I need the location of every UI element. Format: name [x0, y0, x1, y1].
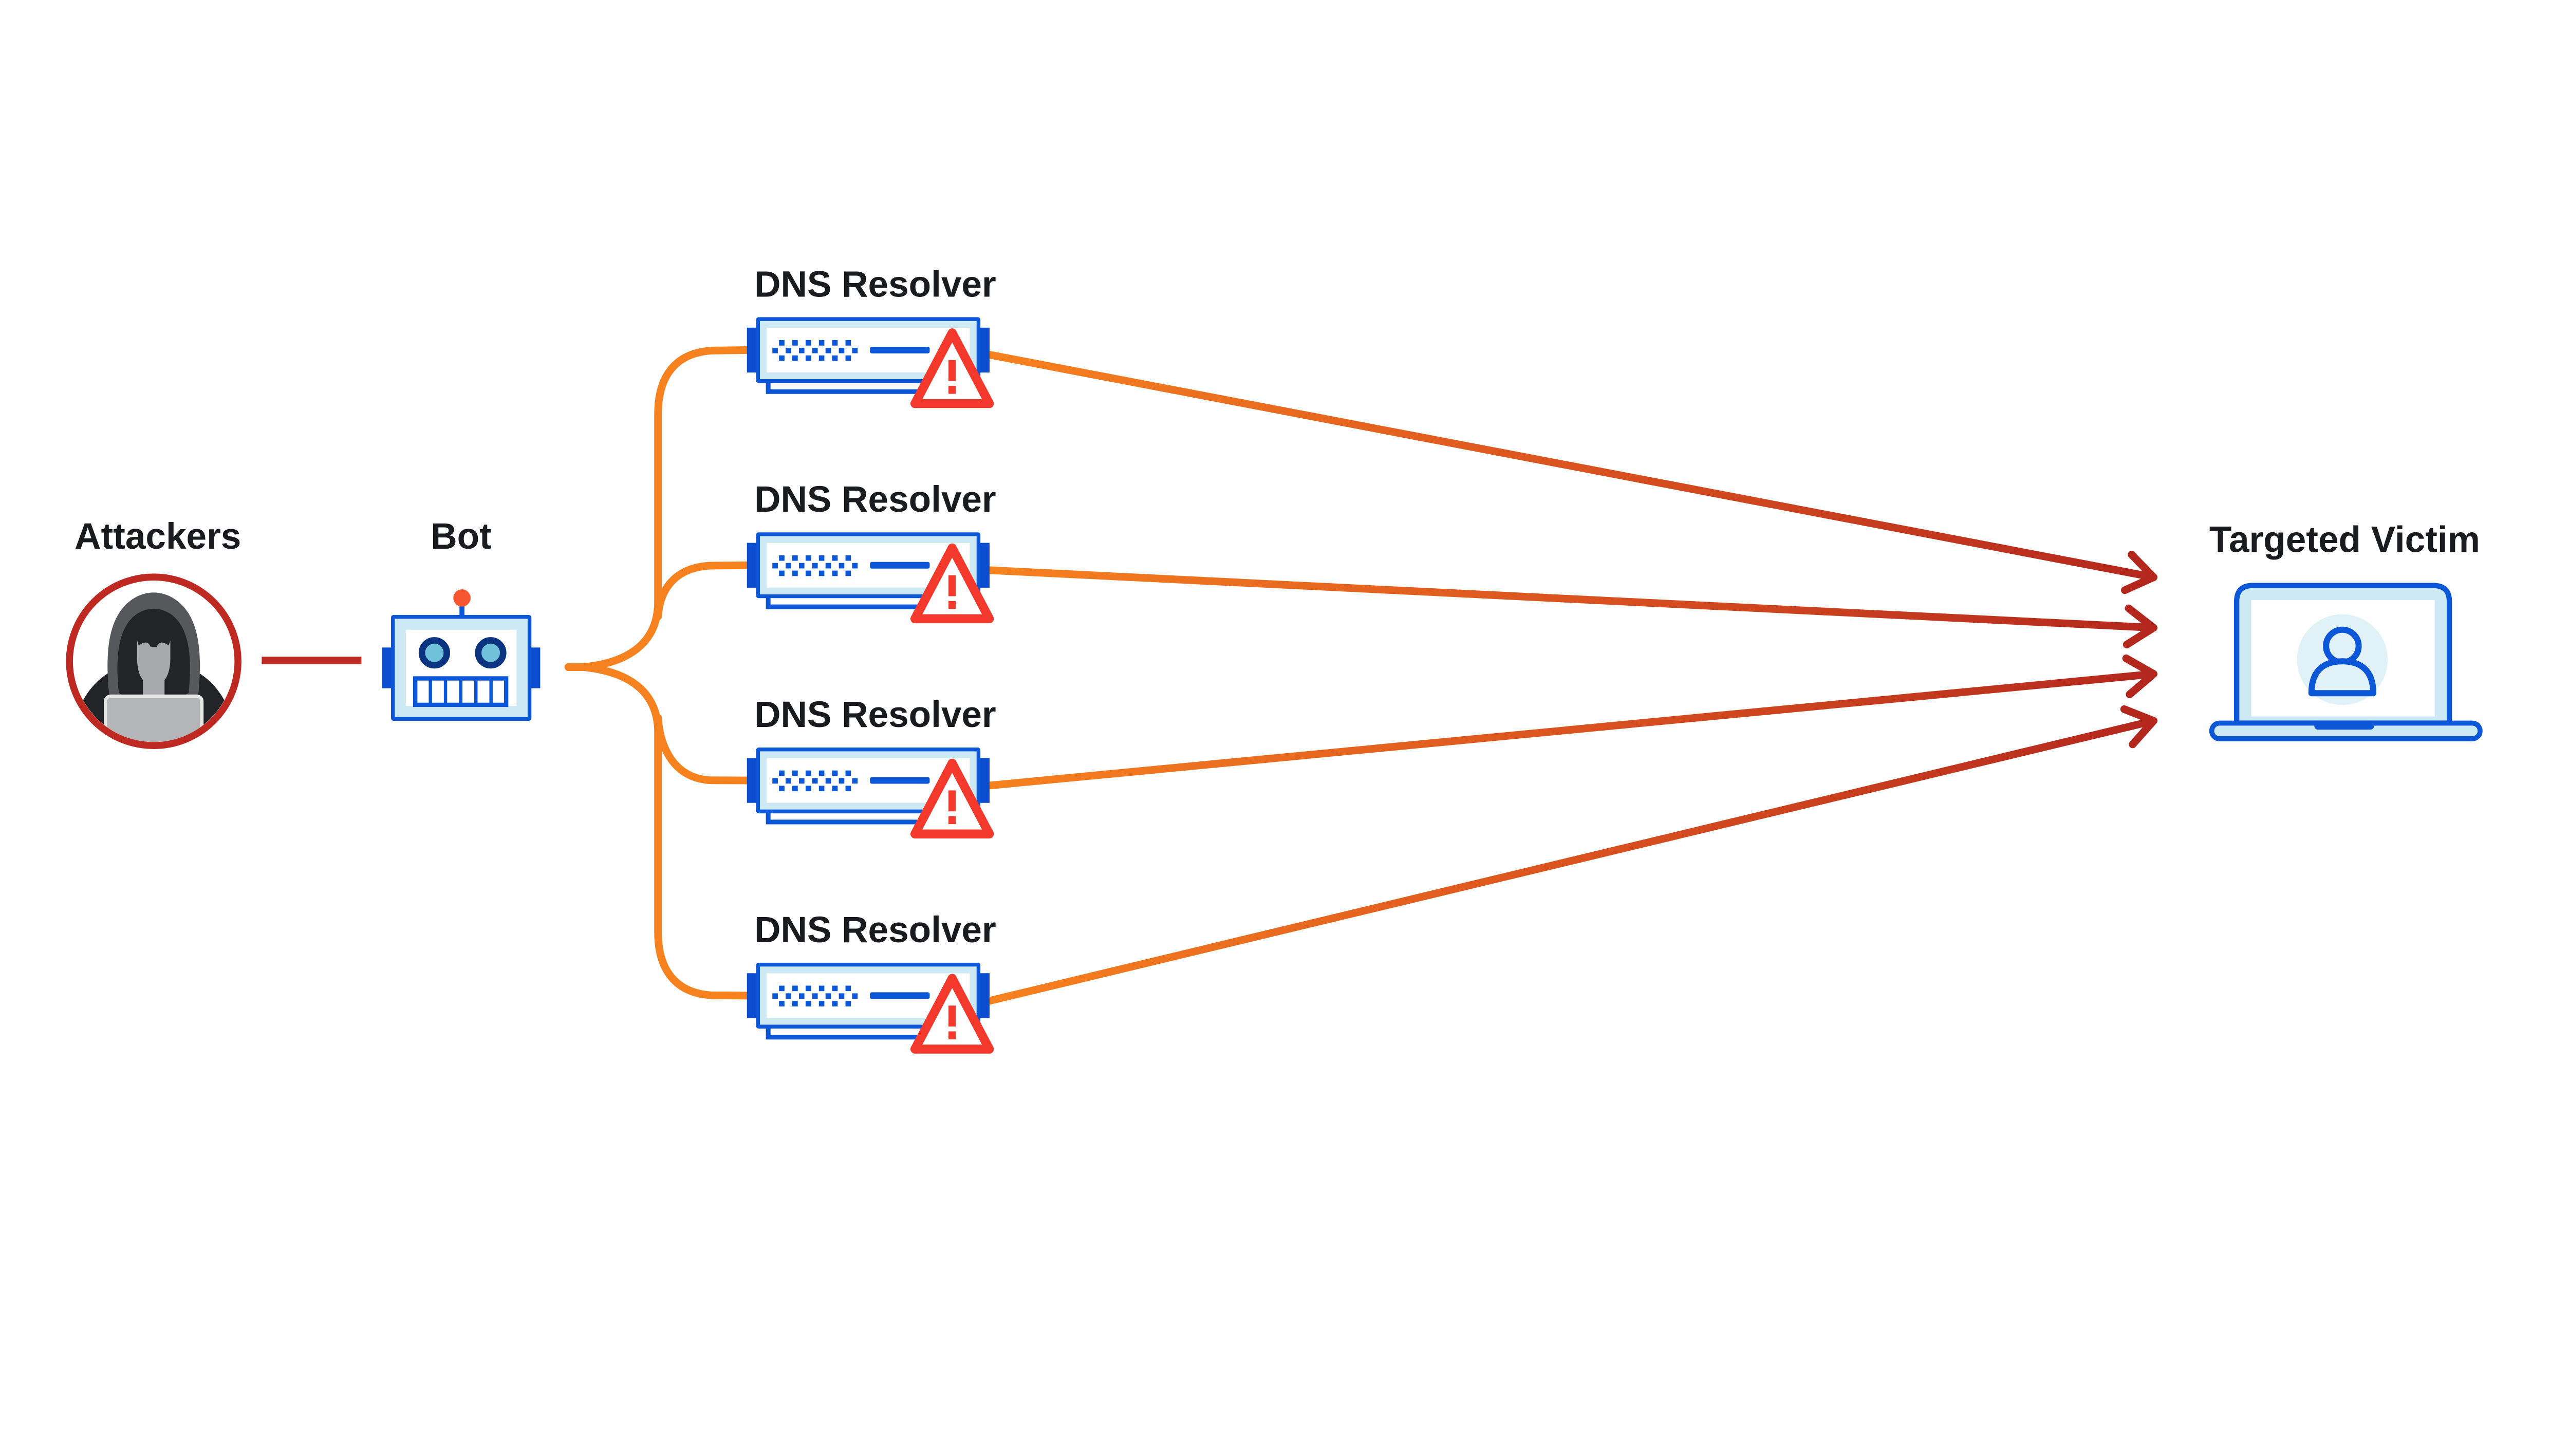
- laptop-hinge-notch: [2314, 721, 2374, 730]
- botnet-link-resolver-4: [564, 663, 752, 1000]
- arrowhead-2-icon: [2123, 604, 2157, 648]
- ddos-attack-diagram: Attackers Bot: [66, 264, 2483, 1284]
- attack-arrow-3: [986, 670, 2157, 790]
- dns-resolver-node-2: DNS Resolver: [747, 479, 996, 619]
- victim-node: Targeted Victim: [2209, 519, 2483, 741]
- hacker-laptop: [104, 694, 204, 742]
- dns-resolver-node-4: DNS Resolver: [747, 910, 996, 1049]
- attackers-label: Attackers: [75, 516, 241, 557]
- attack-arrow-1: [986, 351, 2157, 581]
- diagram-canvas: Attackers Bot: [66, 264, 2483, 1284]
- dns-resolver-icon-4: [747, 963, 990, 1049]
- bot-left-ear: [382, 647, 393, 688]
- bot-antenna-ball: [453, 589, 471, 607]
- bot-icon: [382, 589, 541, 721]
- arrowhead-1-icon: [2121, 551, 2157, 594]
- user-icon: [2308, 626, 2376, 697]
- hacker-icon: [73, 592, 235, 742]
- dns-resolver-icon-2: [747, 532, 990, 619]
- laptop-icon: [2209, 583, 2483, 741]
- botnet-link-resolver-2: [654, 561, 752, 621]
- dns-resolver-icon-1: [747, 317, 990, 403]
- bot-mouth: [413, 676, 509, 707]
- dns-resolver-label-4: DNS Resolver: [754, 910, 996, 950]
- botnet-link-resolver-3: [654, 714, 752, 785]
- hacker-sunglasses: [133, 628, 175, 647]
- bot-left-eye: [418, 637, 450, 669]
- arrowhead-3-icon: [2122, 654, 2157, 698]
- bot-right-ear: [529, 647, 541, 688]
- dns-resolver-node-3: DNS Resolver: [747, 695, 996, 834]
- attackers-node: Attackers: [66, 516, 241, 749]
- dns-resolver-label-3: DNS Resolver: [754, 695, 996, 735]
- bot-right-eye: [475, 637, 507, 669]
- victim-label: Targeted Victim: [2209, 519, 2480, 560]
- attack-arrows: [986, 351, 2157, 1005]
- dns-resolver-label-2: DNS Resolver: [754, 479, 996, 520]
- dns-resolver-node-1: DNS Resolver: [747, 264, 996, 403]
- attack-arrow-2: [986, 566, 2157, 632]
- user-shoulders: [2308, 658, 2376, 697]
- user-head: [2323, 626, 2362, 666]
- botnet-links: [564, 346, 752, 1000]
- bot-node: Bot: [382, 516, 541, 721]
- attack-arrow-4: [986, 717, 2157, 1005]
- dns-resolver-icon-3: [747, 748, 990, 834]
- dns-resolver-label-1: DNS Resolver: [754, 264, 996, 305]
- arrowhead-4-icon: [2120, 705, 2157, 749]
- bot-label: Bot: [431, 516, 492, 557]
